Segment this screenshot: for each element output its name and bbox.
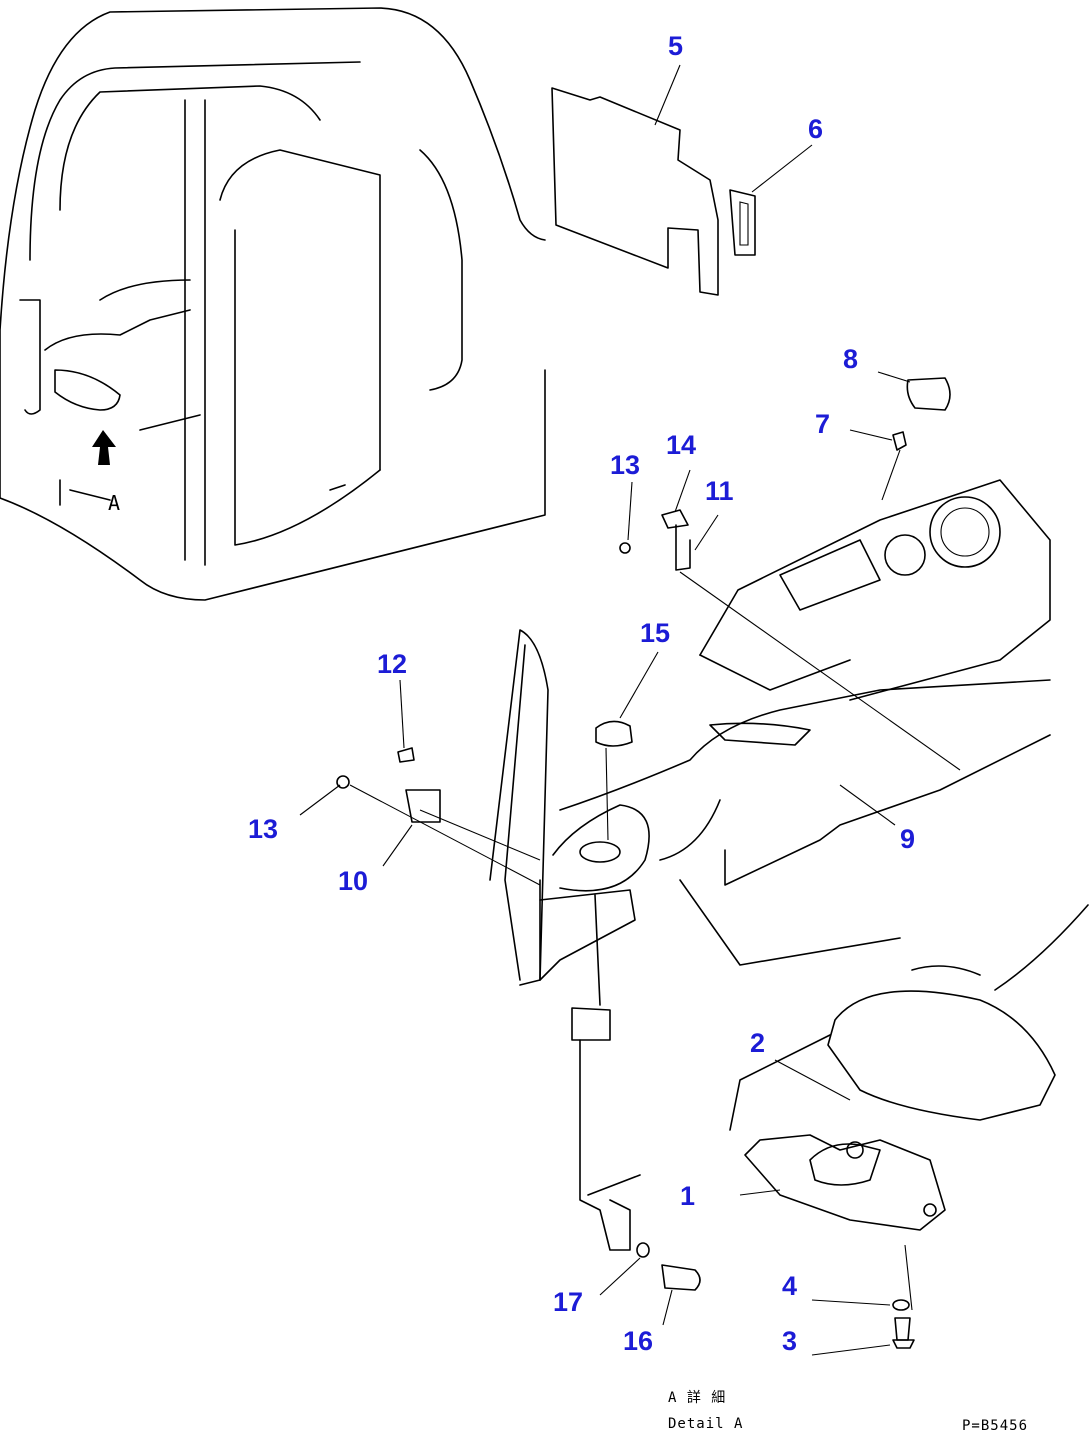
arrow-icon [92,430,116,465]
callout-6: 6 [808,114,823,144]
callout-16: 16 [623,1326,653,1356]
hardware [336,377,951,1349]
callout-2: 2 [750,1028,765,1058]
detail-caption-jp: A 詳 細 [668,1390,726,1406]
callouts: 1 2 3 4 5 6 7 8 9 10 11 12 13 13 14 15 1… [248,31,915,1356]
callout-11: 11 [705,476,734,506]
callout-10: 10 [338,866,368,896]
armrest-assembly [571,894,1056,1251]
callout-8: 8 [843,344,858,374]
cab-outline [0,7,546,601]
callout-7: 7 [815,409,830,439]
callout-14: 14 [666,430,696,460]
callout-12: 12 [377,649,407,679]
callout-5: 5 [668,31,683,61]
panel-part [551,87,756,296]
console-assembly [489,479,1089,991]
callout-13-a: 13 [610,450,640,480]
drawing-code: P=B5456 [962,1418,1028,1434]
callout-4: 4 [782,1271,797,1301]
callout-13-b: 13 [248,814,278,844]
callout-17: 17 [553,1287,583,1317]
callout-9: 9 [900,824,915,854]
callout-1: 1 [680,1181,695,1211]
detail-caption-en: Detail A [668,1416,743,1432]
view-label-a: A [108,491,120,515]
callout-3: 3 [782,1326,797,1356]
leader-lines [299,64,961,1356]
callout-15: 15 [640,618,670,648]
